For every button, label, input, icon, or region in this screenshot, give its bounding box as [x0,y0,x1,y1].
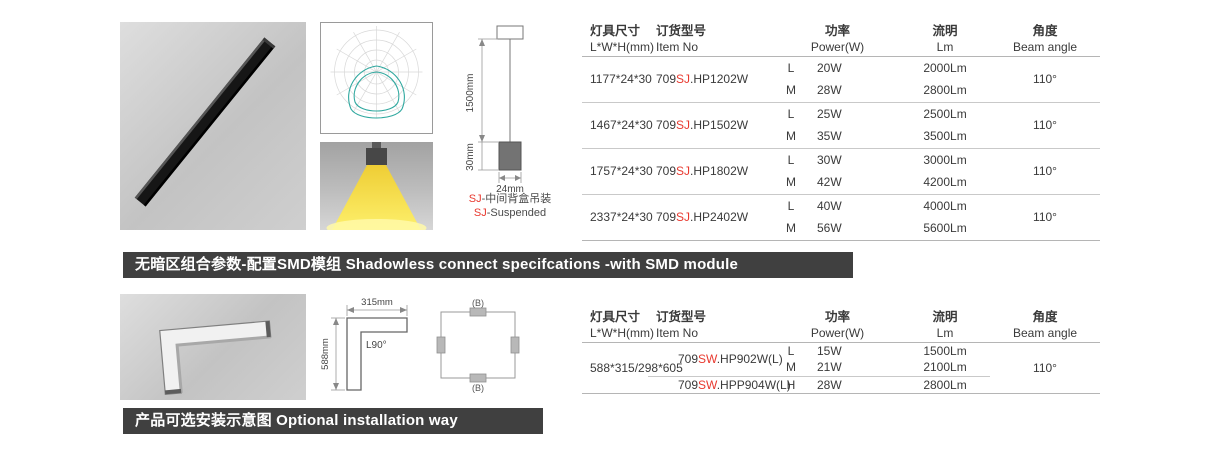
linear-light-render [134,37,276,207]
item-no: 709SJ.HP1202W [656,72,749,86]
item-no: 709SJ.HP1502W [648,101,775,148]
l-profile-outline [346,317,408,391]
linear-light-photo [120,22,306,230]
beam-photo [320,142,433,237]
spec-row: 1467*24*30 709SJ.HP1502W L 25W 2500Lm 11… [582,101,1101,148]
table-header-en: L*W*H(mm) Item No Power(W) Lm Beam angle [582,325,1101,343]
spec-row: M 56W 5600Lm [786,221,967,236]
item-no: 709SW.HPP904W(L) [648,375,791,393]
connector-diagram: (B) (B) [428,298,528,393]
spec-row: M 42W 4200Lm [786,175,967,190]
dim-30mm: 30mm [465,143,476,171]
suspension-dimension-drawing: 1500mm 30mm 24mm [452,20,582,195]
photometric-diagram [320,22,433,134]
sj-code: SJ [468,193,482,205]
suspension-caption-cn: SJ-中间背盒吊装 [468,193,552,205]
table-header-en: L*W*H(mm) Item No Power(W) Lm Beam angle [582,39,1101,57]
light-beam [332,165,421,230]
connector-tabs [436,307,520,383]
col-lumen: 流明 [932,24,958,38]
item-no: 709SJ.HP1802W [648,147,775,194]
spec-table-shadowless: 灯具尺寸 订货型号 功率 流明 角度 L*W*H(mm) Item No Pow… [582,306,1101,394]
spec-row: M 35W 3500Lm [786,129,967,144]
dim-24mm: 24mm [496,184,524,195]
corner-light-render [159,320,272,395]
corner-dimension-drawing: 315mm L90° 588mm [320,296,420,396]
fixture-section [498,141,522,171]
col-size: 灯具尺寸 [590,24,641,38]
spec-row: M 28W 2800Lm [786,83,967,98]
dim-315mm: 315mm [361,297,393,308]
spec-row: 1757*24*30 709SJ.HP1802W L 30W 3000Lm 11… [582,147,1101,194]
connector-label-top: (B) [472,298,484,308]
item-no: 709SW.HP902W(L) [678,352,783,366]
item-no: 709SJ.HP2402W [648,193,775,240]
table-header-cn: 灯具尺寸 订货型号 功率 流明 角度 [590,310,1058,324]
light-distribution-curve [348,65,405,119]
spec-row: M 21W 2100Lm [786,360,967,375]
spec-row: 588*315/298*605 709SW.HP902W(L) L 15W 15… [590,343,1057,375]
section-banner-shadowless: 无暗区组合参数-配置SMD模组 Shadowless connect speci… [123,252,853,278]
col-item: 订货型号 [656,24,707,38]
sj-code: SJ [473,207,487,219]
dim-angle-l90: L90° [366,340,387,351]
col-power: 功率 [825,24,851,38]
spec-row: 709SW.HPP904W(L) H 28W 2800Lm [582,375,1100,393]
corner-light-photo [120,294,306,400]
section-banner-installation: 产品可选安装示意图 Optional installation way [123,408,543,434]
fixture-body [366,148,387,165]
connector-label-bottom: (B) [472,383,484,393]
col-angle: 角度 [1032,24,1058,38]
dim-588mm: 588mm [320,338,331,370]
dim-1500mm: 1500mm [465,74,476,113]
spec-table-suspended: 灯具尺寸 订货型号 功率 流明 角度 L*W*H(mm) Item No Pow… [582,20,1101,241]
table-header-cn: 灯具尺寸 订货型号 功率 流明 角度 [582,20,1100,39]
spec-row: 2337*24*30 709SJ.HP2402W L 40W 4000Lm 11… [582,193,1101,240]
suspension-caption-en: SJ-Suspended [473,207,547,219]
spec-row: 1177*24*30 709SJ.HP1202W L 20W 2000Lm 11… [582,56,1100,86]
